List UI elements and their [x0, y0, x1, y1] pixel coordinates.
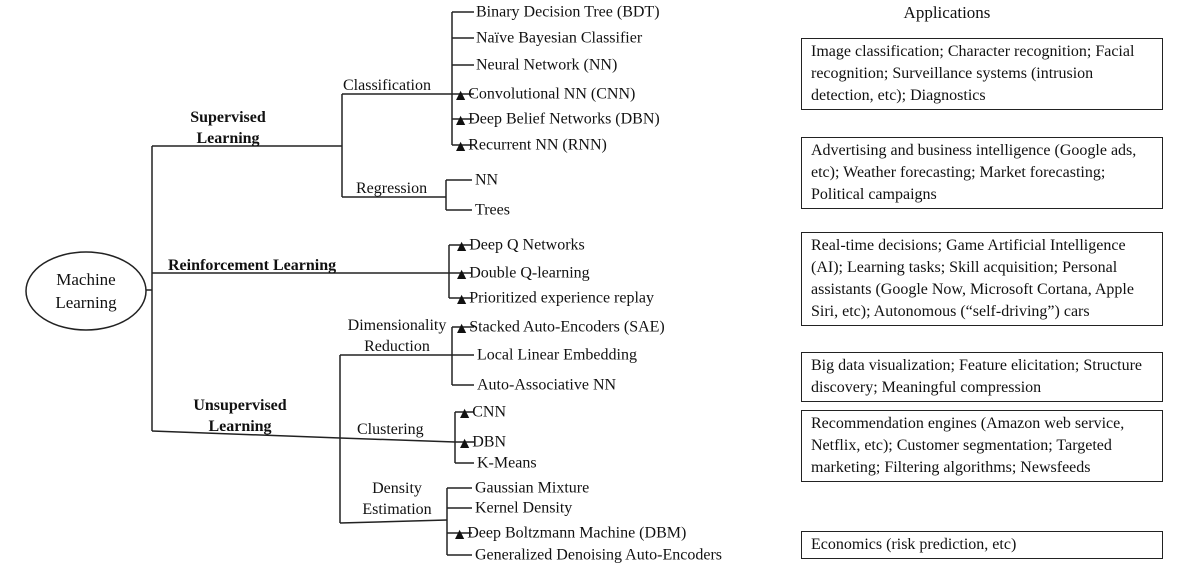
leaf-label: Deep Q Networks: [469, 236, 585, 254]
classification-label: Classification: [343, 77, 431, 94]
root-label-line1: Machine: [56, 270, 116, 289]
leaf-label: Convolutional NN (CNN): [468, 85, 636, 103]
machine-learning-root-node: Machine Learning: [26, 252, 146, 330]
leaf-node: ▲ CNN: [460, 403, 506, 422]
leaf-node: K-Means: [477, 454, 537, 473]
leaf-label: Local Linear Embedding: [477, 346, 637, 364]
deep-learning-marker-icon: ▲: [455, 526, 465, 540]
leaf-label: Gaussian Mixture: [475, 479, 590, 497]
leaf-label: Stacked Auto-Encoders (SAE): [469, 318, 665, 336]
deep-learning-marker-icon: ▲: [457, 291, 467, 305]
application-box-dimensionality: Big data visualization; Feature elicitat…: [801, 352, 1163, 402]
application-box-text: Advertising and business intelligence (G…: [811, 142, 1137, 203]
leaf-node: ▲ Prioritized experience replay: [457, 289, 654, 308]
deep-learning-marker-icon: ▲: [460, 405, 470, 419]
application-box-text: Recommendation engines (Amazon web servi…: [811, 415, 1125, 476]
leaf-label: DBN: [472, 433, 507, 451]
leaf-label: NN: [475, 171, 499, 189]
leaf-node: Neural Network (NN): [476, 56, 617, 75]
unsupervised-learning-label: Unsupervised Learning: [193, 397, 287, 435]
deep-learning-marker-icon: ▲: [457, 320, 467, 334]
leaf-node: ▲ DBN: [460, 433, 506, 452]
deep-learning-marker-icon: ▲: [456, 112, 466, 126]
leaf-label: Deep Belief Networks (DBN): [468, 110, 660, 128]
leaf-label: Deep Boltzmann Machine (DBM): [467, 524, 687, 542]
application-box-text: Real-time decisions; Game Artificial Int…: [811, 237, 1134, 320]
leaf-label: Binary Decision Tree (BDT): [476, 3, 660, 21]
leaf-label: Generalized Denoising Auto-Encoders: [475, 546, 723, 564]
deep-learning-marker-icon: ▲: [460, 435, 470, 449]
application-box-regression: Advertising and business intelligence (G…: [801, 137, 1163, 209]
leaf-label: Kernel Density: [475, 499, 573, 517]
leaf-label: Double Q-learning: [469, 264, 590, 282]
leaf-label: Neural Network (NN): [476, 56, 618, 74]
leaf-label: Prioritized experience replay: [469, 289, 655, 307]
application-box-density: Economics (risk prediction, etc): [801, 531, 1163, 559]
leaf-node: ▲ Stacked Auto-Encoders (SAE): [457, 318, 665, 337]
leaf-node: ▲ Convolutional NN (CNN): [456, 85, 635, 104]
leaf-node: Binary Decision Tree (BDT): [476, 3, 660, 22]
application-box-clustering: Recommendation engines (Amazon web servi…: [801, 410, 1163, 482]
clustering-label: Clustering: [357, 421, 424, 438]
application-box-classification: Image classification; Character recognit…: [801, 38, 1163, 110]
leaf-node: Naïve Bayesian Classifier: [476, 29, 642, 48]
application-box-reinforcement: Real-time decisions; Game Artificial Int…: [801, 232, 1163, 326]
leaf-node: ▲ Deep Belief Networks (DBN): [456, 110, 660, 129]
leaf-node: Kernel Density: [475, 499, 572, 518]
leaf-label: Recurrent NN (RNN): [468, 136, 607, 154]
leaf-label: K-Means: [477, 454, 537, 472]
leaf-label: Naïve Bayesian Classifier: [476, 29, 643, 47]
supervised-learning-label: Supervised Learning: [190, 109, 266, 147]
leaf-node: Auto-Associative NN: [477, 376, 616, 395]
applications-title: Applications: [903, 3, 991, 22]
deep-learning-marker-icon: ▲: [457, 266, 467, 280]
application-box-text: Big data visualization; Feature elicitat…: [811, 357, 1143, 396]
leaf-label: Trees: [475, 201, 510, 219]
application-box-text: Economics (risk prediction, etc): [811, 536, 1017, 553]
deep-learning-marker-icon: ▲: [457, 238, 467, 252]
leaf-node: Gaussian Mixture: [475, 479, 589, 498]
leaf-node: Trees: [475, 201, 510, 220]
leaf-node: ▲ Deep Q Networks: [457, 236, 585, 255]
dimensionality-reduction-label: Dimensionality Reduction: [347, 317, 447, 355]
regression-label: Regression: [356, 180, 428, 197]
root-ellipse-outline: [25, 251, 147, 331]
leaf-node: NN: [475, 171, 498, 190]
deep-learning-marker-icon: ▲: [456, 87, 466, 101]
root-label-line2: Learning: [55, 293, 117, 312]
leaf-node: ▲ Double Q-learning: [457, 264, 590, 283]
reinforcement-learning-label: Reinforcement Learning: [168, 257, 337, 274]
leaf-node: ▲ Deep Boltzmann Machine (DBM): [455, 524, 686, 543]
leaf-node: ▲ Recurrent NN (RNN): [456, 136, 607, 155]
leaf-node: Local Linear Embedding: [477, 346, 637, 365]
leaf-node: Generalized Denoising Auto-Encoders: [475, 546, 722, 565]
application-box-text: Image classification; Character recognit…: [811, 43, 1135, 104]
deep-learning-marker-icon: ▲: [456, 138, 466, 152]
density-estimation-label: Density Estimation: [362, 480, 432, 518]
leaf-label: Auto-Associative NN: [477, 376, 617, 394]
leaf-label: CNN: [472, 403, 507, 421]
